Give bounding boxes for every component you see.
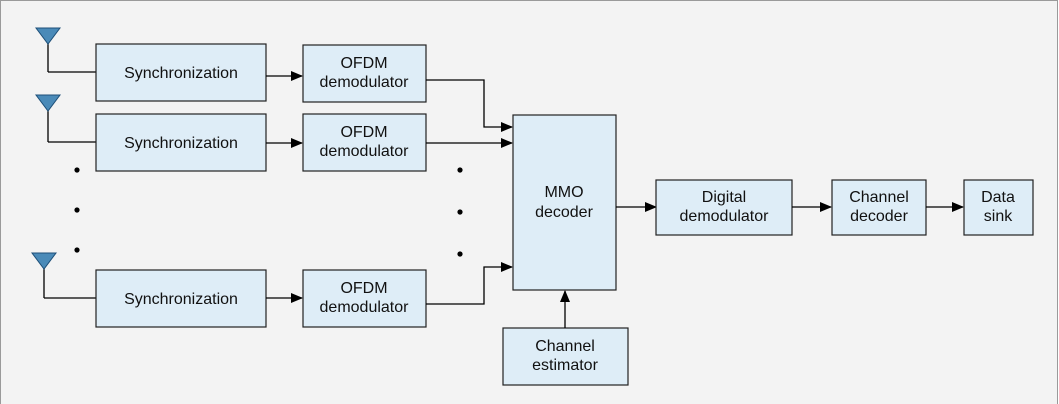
channel-estimator-label-line2: estimator: [532, 357, 598, 374]
synchronization-block-n: Synchronization: [95, 269, 267, 328]
channel-decoder-block: Channel decoder: [831, 179, 927, 236]
ofdm-demodulator-label-line2: demodulator: [320, 143, 410, 160]
ofdm-demodulator-label-line2: demodulator: [320, 74, 410, 91]
channel-estimator-label-line1: Channel: [535, 338, 595, 355]
ofdm-demodulator-label-line1: OFDM: [340, 124, 387, 141]
vertical-ellipsis: [457, 167, 463, 257]
mimo-decoder-block: MMO decoder: [512, 114, 617, 291]
arrow-ofdm-n-to-decoder: [426, 262, 513, 305]
arrow-ofdm-1-to-decoder: [426, 79, 513, 132]
synchronization-label: Synchronization: [124, 65, 238, 82]
ofdm-demodulator-block-n: OFDM demodulator: [302, 269, 427, 328]
data-sink-label-line1: Data: [981, 189, 1015, 206]
ofdm-demodulator-label-line1: OFDM: [340, 55, 387, 72]
channel-decoder-label-line2: decoder: [850, 208, 908, 225]
synchronization-block-1: Synchronization: [95, 43, 267, 102]
mimo-decoder-label-line1: MMO: [544, 184, 583, 201]
antenna-icon: [35, 94, 61, 142]
data-sink-block: Data sink: [963, 179, 1034, 236]
synchronization-block-2: Synchronization: [95, 113, 267, 172]
vertical-ellipsis: [74, 167, 80, 253]
synchronization-label: Synchronization: [124, 135, 238, 152]
digital-demodulator-label-line2: demodulator: [680, 208, 770, 225]
data-sink-label-line2: sink: [984, 208, 1013, 225]
channel-estimator-block: Channel estimator: [502, 327, 629, 386]
antenna-icon: [31, 252, 57, 298]
mimo-decoder-label-line2: decoder: [535, 204, 593, 221]
ofdm-demodulator-block-1: OFDM demodulator: [302, 44, 427, 103]
ofdm-demodulator-label-line2: demodulator: [320, 299, 410, 316]
channel-decoder-label-line1: Channel: [849, 189, 909, 206]
ofdm-demodulator-label-line1: OFDM: [340, 280, 387, 297]
digital-demodulator-label-line1: Digital: [702, 189, 746, 206]
synchronization-label: Synchronization: [124, 291, 238, 308]
digital-demodulator-block: Digital demodulator: [655, 179, 793, 236]
antenna-icon: [35, 27, 61, 72]
ofdm-demodulator-block-2: OFDM demodulator: [302, 113, 427, 172]
